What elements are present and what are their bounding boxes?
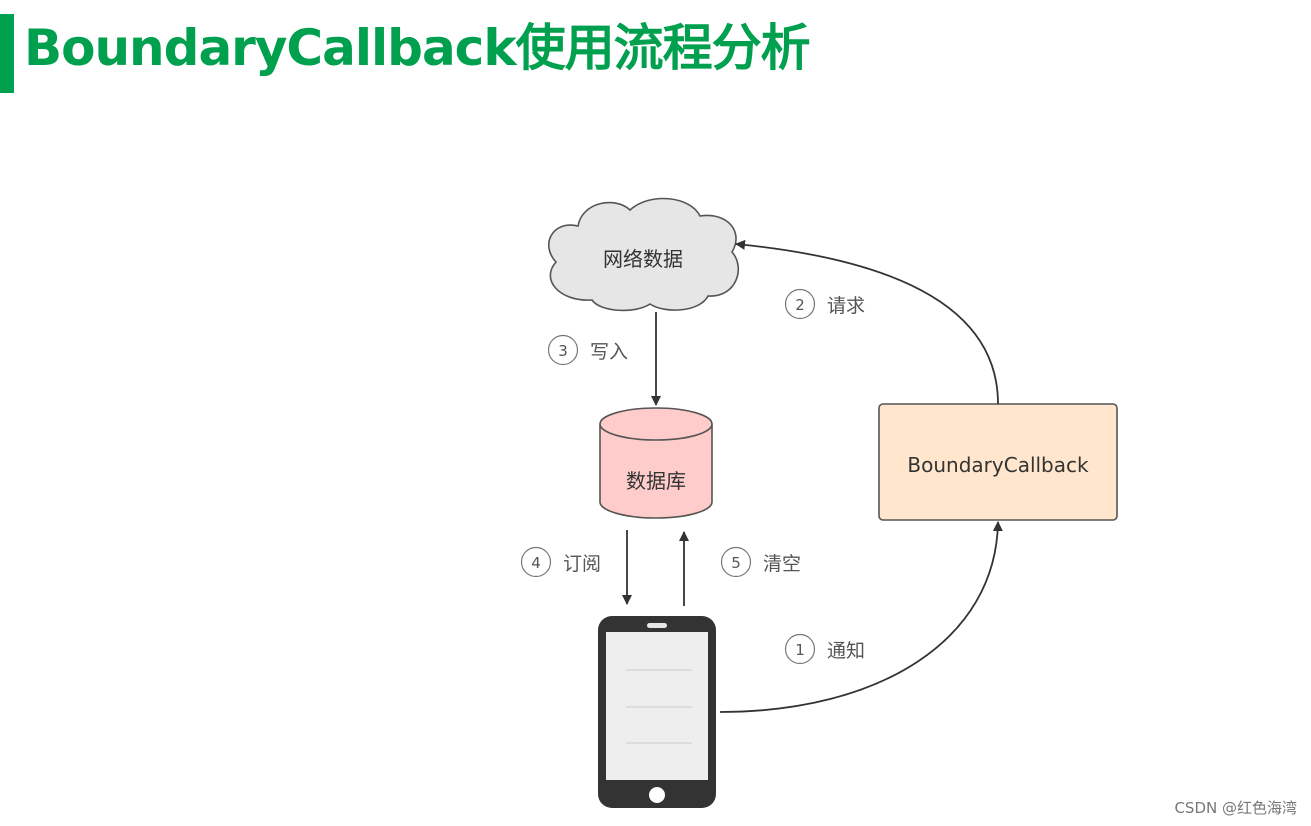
step-number: 4 [531, 554, 541, 572]
step-label: 清空 [763, 553, 801, 575]
page-title: BoundaryCallback使用流程分析 [24, 19, 811, 77]
smartphone-icon [598, 616, 716, 808]
step-3-label: 3 写入 [547, 334, 628, 366]
step-number: 2 [795, 296, 805, 314]
network-data-node: 网络数据 [548, 197, 740, 312]
database-icon [599, 424, 713, 519]
database-node: 数据库 [599, 407, 713, 519]
step-label: 订阅 [563, 553, 601, 575]
step-number: 1 [795, 641, 805, 659]
boundary-callback-node: BoundaryCallback [878, 403, 1118, 521]
step-4-label: 4 订阅 [520, 546, 601, 578]
step-label: 请求 [827, 295, 865, 317]
database-label: 数据库 [626, 469, 686, 493]
watermark: CSDN @红色海湾 [1174, 799, 1297, 817]
step-number: 5 [731, 554, 741, 572]
step-label: 通知 [827, 640, 865, 662]
arrow-notify [719, 521, 1003, 713]
step-label: 写入 [590, 341, 628, 363]
network-data-label: 网络数据 [603, 247, 683, 271]
cloud-icon [548, 197, 740, 312]
step-number: 3 [558, 342, 568, 360]
title-accent-bar [0, 14, 14, 93]
arrow-request [735, 239, 999, 405]
step-2-label: 2 请求 [784, 288, 865, 320]
step-1-label: 1 通知 [784, 633, 865, 665]
boundary-callback-label: BoundaryCallback [907, 453, 1089, 477]
step-5-label: 5 清空 [720, 546, 801, 578]
